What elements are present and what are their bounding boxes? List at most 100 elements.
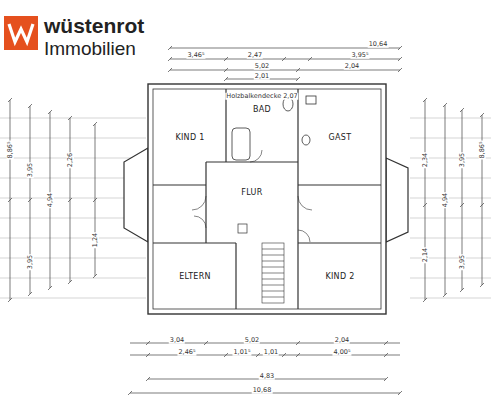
logo-mark xyxy=(4,16,38,50)
dimension-tick xyxy=(384,377,388,381)
dimension: 3,95 xyxy=(459,254,466,270)
dimension-tick xyxy=(8,198,12,202)
dimension-tick xyxy=(168,68,172,72)
dimension-tick xyxy=(68,116,72,120)
guide-line xyxy=(410,218,491,219)
dimension: 10,68 xyxy=(252,387,273,394)
guide-line xyxy=(0,258,146,259)
room: FLUR xyxy=(209,166,295,218)
guide-line xyxy=(410,298,491,299)
dimension-tick xyxy=(146,353,150,357)
room-name: GAST xyxy=(329,133,352,142)
dimension: 2,26 xyxy=(67,152,74,168)
dimension: 8,86⁵ xyxy=(7,140,14,159)
logo-backdrop xyxy=(0,0,168,66)
dimension: Holzbalkendecke 2,07 xyxy=(225,93,298,100)
dimension-tick xyxy=(308,57,312,61)
room: ELTERN xyxy=(156,246,234,306)
dimension: 4,83 xyxy=(259,373,275,380)
dimension-line xyxy=(170,48,400,49)
door xyxy=(192,150,312,242)
room-name: BAD xyxy=(253,105,271,114)
dimension-tick xyxy=(384,341,388,345)
dimension-tick xyxy=(48,110,52,114)
dimension-tick xyxy=(282,57,286,61)
dimension: 4,94 xyxy=(47,192,54,208)
dimension-tick xyxy=(28,292,32,296)
guide-line xyxy=(0,238,146,239)
dimension-tick xyxy=(398,391,402,395)
dimension-tick xyxy=(48,286,52,290)
guide-line xyxy=(0,278,146,279)
toilet xyxy=(306,96,316,104)
dimension: 2,14 xyxy=(422,247,429,263)
dimension-tick xyxy=(93,122,97,126)
stair-tread xyxy=(262,297,284,298)
room-name: KIND 2 xyxy=(325,272,354,281)
guide-line xyxy=(0,298,146,299)
dimension-tick xyxy=(460,203,464,207)
dimension-tick xyxy=(480,113,484,117)
dimension: 1,01 xyxy=(263,349,279,356)
dimension-tick xyxy=(480,283,484,287)
dimension-tick xyxy=(296,353,300,357)
dimension-line xyxy=(170,70,400,71)
dimension: 3,95⁵ xyxy=(350,52,369,59)
dimension-tick xyxy=(296,77,300,81)
dimension: 8,86⁵ xyxy=(479,140,486,159)
dimension: 1,01⁵ xyxy=(232,349,251,356)
dimension-tick xyxy=(398,68,402,72)
dimension-tick xyxy=(296,341,300,345)
stair-tread xyxy=(262,267,284,268)
dimension-tick xyxy=(146,377,150,381)
bathtub xyxy=(232,128,250,160)
dimension: 5,02 xyxy=(254,63,270,70)
room-name: KIND 1 xyxy=(175,133,204,142)
dimension-tick xyxy=(224,57,228,61)
chimney xyxy=(238,224,247,233)
dimension-tick xyxy=(224,353,228,357)
dimension-tick xyxy=(443,293,447,297)
stair-tread xyxy=(262,291,284,292)
dimension: 2,34 xyxy=(422,152,429,168)
dimension: 2,04 xyxy=(334,337,350,344)
dormer xyxy=(124,148,148,242)
outer-wall xyxy=(148,84,386,314)
guide-line xyxy=(0,118,146,119)
dimension: 1,24 xyxy=(92,232,99,248)
guide-line xyxy=(0,138,146,139)
guide-line xyxy=(410,278,491,279)
guide-line xyxy=(410,138,491,139)
guide-line xyxy=(410,238,491,239)
interior-wall xyxy=(153,89,381,309)
logo-text: Immobilien xyxy=(44,39,136,58)
stair-tread xyxy=(262,255,284,256)
dimension: 3,95 xyxy=(459,152,466,168)
dimension: 2,46⁵ xyxy=(177,349,196,356)
dormer xyxy=(386,158,408,242)
stair-tread xyxy=(262,273,284,274)
dimension-tick xyxy=(128,391,132,395)
dimension-line xyxy=(170,59,400,60)
room: KIND 1 xyxy=(156,92,224,182)
staircase xyxy=(262,243,284,303)
dimension-tick xyxy=(423,203,427,207)
dimension: 3,04 xyxy=(169,337,185,344)
dimension-tick xyxy=(168,57,172,61)
dimension-tick xyxy=(256,353,260,357)
dimension-tick xyxy=(168,46,172,50)
stair-tread xyxy=(262,285,284,286)
dimension: 5,02 xyxy=(244,337,260,344)
room: KIND 2 xyxy=(301,246,379,306)
stair-tread xyxy=(262,261,284,262)
logo-mark xyxy=(9,24,33,42)
dimension-tick xyxy=(443,103,447,107)
dimension-tick xyxy=(93,198,97,202)
stair-tread xyxy=(262,279,284,280)
room-name: ELTERN xyxy=(179,272,211,281)
outer-wall xyxy=(153,89,381,309)
dimension: 4,94 xyxy=(442,192,449,208)
dimension-tick xyxy=(93,274,97,278)
dimension-tick xyxy=(8,98,12,102)
dimension-line xyxy=(425,100,426,300)
